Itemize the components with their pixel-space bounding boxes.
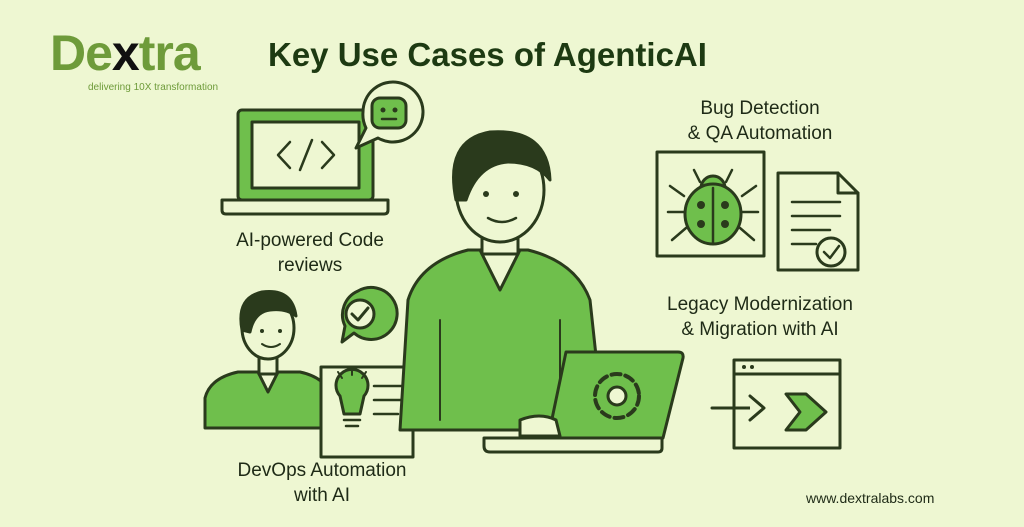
robot-chat-bubble-icon: [354, 80, 425, 150]
small-man-illustration: [203, 290, 334, 430]
use-case-line: AI-powered Code: [236, 230, 384, 251]
use-case-line: DevOps Automation: [237, 460, 407, 481]
website-link[interactable]: www.dextralabs.com: [806, 490, 935, 506]
bug-icon: [655, 150, 766, 258]
brand-tagline: delivering 10X transformation: [88, 82, 219, 93]
use-case-line: with AI: [294, 485, 350, 506]
use-case-devops: DevOps Automation with AI: [222, 458, 422, 508]
use-case-line: reviews: [277, 255, 343, 276]
use-case-line: & QA Automation: [687, 123, 833, 144]
code-brackets-icon: [220, 108, 390, 216]
use-case-bug-detection: Bug Detection & QA Automation: [650, 96, 870, 146]
use-case-line: & Migration with AI: [681, 319, 839, 340]
lightbulb-icon: [319, 365, 415, 459]
use-case-line: Bug Detection: [700, 98, 820, 119]
main-man-illustration: [398, 130, 606, 432]
arrow-window-icon: [710, 358, 842, 450]
check-circle-icon: [340, 285, 399, 344]
use-case-code-reviews: AI-powered Code reviews: [210, 228, 410, 278]
use-case-legacy-modernization: Legacy Modernization & Migration with AI: [645, 292, 875, 342]
page-title: Key Use Cases of AgenticAI: [268, 36, 707, 73]
gear-icon: [482, 350, 685, 454]
use-case-line: Legacy Modernization: [667, 294, 853, 315]
document-check-icon: [776, 171, 860, 272]
brand-logo: Dextra: [50, 25, 201, 81]
